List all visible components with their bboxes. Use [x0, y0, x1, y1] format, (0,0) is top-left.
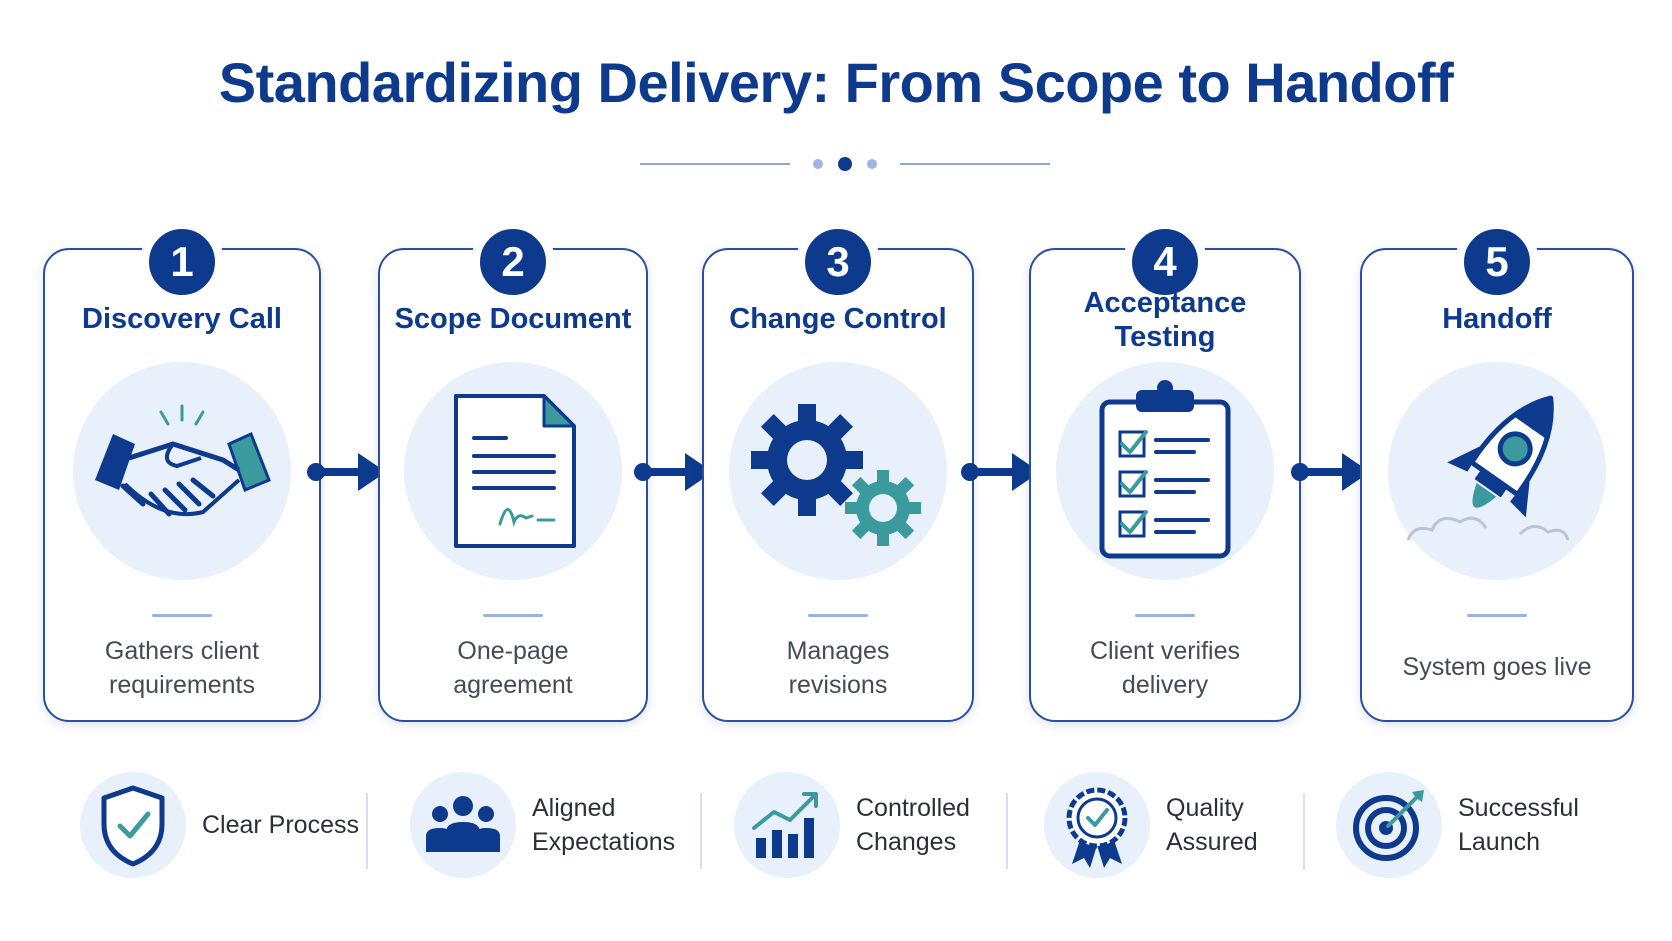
- desc-line: delivery: [1121, 671, 1209, 699]
- divider-rule: [1135, 614, 1195, 617]
- divider-rule: [152, 614, 212, 617]
- step-title: Scope Document: [394, 303, 632, 335]
- benefit-icon-backdrop: [734, 772, 840, 878]
- step-description: Client verifies delivery: [1041, 634, 1289, 702]
- benefit-icon-backdrop: [1336, 772, 1442, 878]
- label-line: Launch: [1458, 828, 1541, 856]
- divider-rule: [483, 614, 543, 617]
- step-card-change-control: 3 Change Control: [702, 220, 974, 722]
- benefit-controlled-changes: Controlled Changes: [734, 772, 994, 886]
- flow-arrow: [961, 453, 1040, 491]
- separator: [1006, 793, 1008, 869]
- label-line: Assured: [1166, 828, 1258, 856]
- benefit-quality-assured: Quality Assured: [1044, 772, 1284, 886]
- desc-line: Gathers client: [104, 637, 260, 665]
- separator: [366, 793, 368, 869]
- desc-line: Manages: [786, 637, 890, 665]
- benefit-successful-launch: Successful Launch: [1336, 772, 1596, 886]
- step-description: Gathers client requirements: [55, 634, 309, 702]
- icon-backdrop: [1056, 362, 1274, 580]
- label-line: Successful: [1458, 794, 1579, 822]
- flow-arrow: [1291, 453, 1370, 491]
- benefit-label: Controlled Changes: [856, 791, 970, 859]
- step-description: Manages revisions: [714, 634, 962, 702]
- icon-backdrop: [404, 362, 622, 580]
- step-card-acceptance-testing: 4 Acceptance Testing: [1029, 220, 1301, 722]
- benefit-label: Aligned Expectations: [532, 791, 675, 859]
- title-divider: [640, 157, 1050, 171]
- separator: [700, 793, 702, 869]
- clipboard-checklist-icon: [1099, 380, 1231, 559]
- step-title: Discovery Call: [82, 303, 282, 335]
- label-line: Clear Process: [202, 811, 359, 839]
- label-line: Aligned: [532, 794, 616, 822]
- icon-backdrop: [1388, 362, 1606, 580]
- icon-backdrop: [729, 362, 947, 580]
- desc-line: requirements: [109, 671, 255, 699]
- step-card-discovery-call: 1 Discovery Call Gathers client requirem…: [43, 220, 321, 722]
- benefit-icon-backdrop: [410, 772, 516, 878]
- step-description: One-page agreement: [390, 634, 636, 702]
- step-card-handoff: 5 Handoff System goes live: [1360, 220, 1634, 722]
- label-line: Quality: [1166, 794, 1244, 822]
- flow-arrow: [634, 453, 713, 491]
- step-number-badge: 3: [796, 220, 880, 304]
- title-line: Testing: [1114, 321, 1216, 353]
- benefit-label: Clear Process: [202, 808, 359, 842]
- separator: [1303, 793, 1305, 869]
- label-line: Controlled: [856, 794, 970, 822]
- desc-line: System goes live: [1402, 653, 1592, 681]
- step-number-badge: 4: [1123, 220, 1207, 304]
- benefit-aligned-expectations: Aligned Expectations: [410, 772, 700, 886]
- step-number-badge: 1: [140, 220, 224, 304]
- desc-line: revisions: [788, 671, 888, 699]
- step-number-badge: 2: [471, 220, 555, 304]
- document-icon: [454, 394, 576, 548]
- shield-check-icon: [101, 785, 165, 867]
- icon-backdrop: [73, 362, 291, 580]
- label-line: Changes: [856, 828, 957, 856]
- benefit-clear-process: Clear Process: [80, 772, 370, 886]
- step-number-badge: 5: [1455, 220, 1539, 304]
- desc-line: One-page: [457, 637, 569, 665]
- desc-line: Client verifies: [1089, 637, 1241, 665]
- benefit-label: Successful Launch: [1458, 791, 1579, 859]
- title-line: Acceptance: [1083, 287, 1247, 319]
- flow-arrow: [307, 453, 386, 491]
- step-description: System goes live: [1372, 650, 1622, 684]
- step-card-scope-document: 2 Scope Document One-page agreement: [378, 220, 648, 722]
- step-title: Handoff: [1442, 303, 1552, 335]
- label-line: Expectations: [532, 828, 676, 856]
- quality-badge-icon: [1066, 787, 1128, 868]
- benefit-label: Quality Assured: [1166, 791, 1258, 859]
- rocket-icon: [1406, 395, 1570, 541]
- benefit-icon-backdrop: [80, 772, 186, 878]
- benefit-icon-backdrop: [1044, 772, 1150, 878]
- desc-line: agreement: [453, 671, 573, 699]
- divider-rule: [1467, 614, 1527, 617]
- step-title: Acceptance Testing: [1041, 286, 1289, 354]
- growth-chart-icon: [752, 792, 818, 858]
- step-title: Change Control: [729, 303, 947, 335]
- divider-rule: [808, 614, 868, 617]
- team-icon: [426, 796, 500, 852]
- page-title: Standardizing Delivery: From Scope to Ha…: [218, 51, 1454, 114]
- target-icon: [1353, 790, 1424, 861]
- handshake-icon: [95, 404, 271, 517]
- gears-icon: [751, 404, 921, 546]
